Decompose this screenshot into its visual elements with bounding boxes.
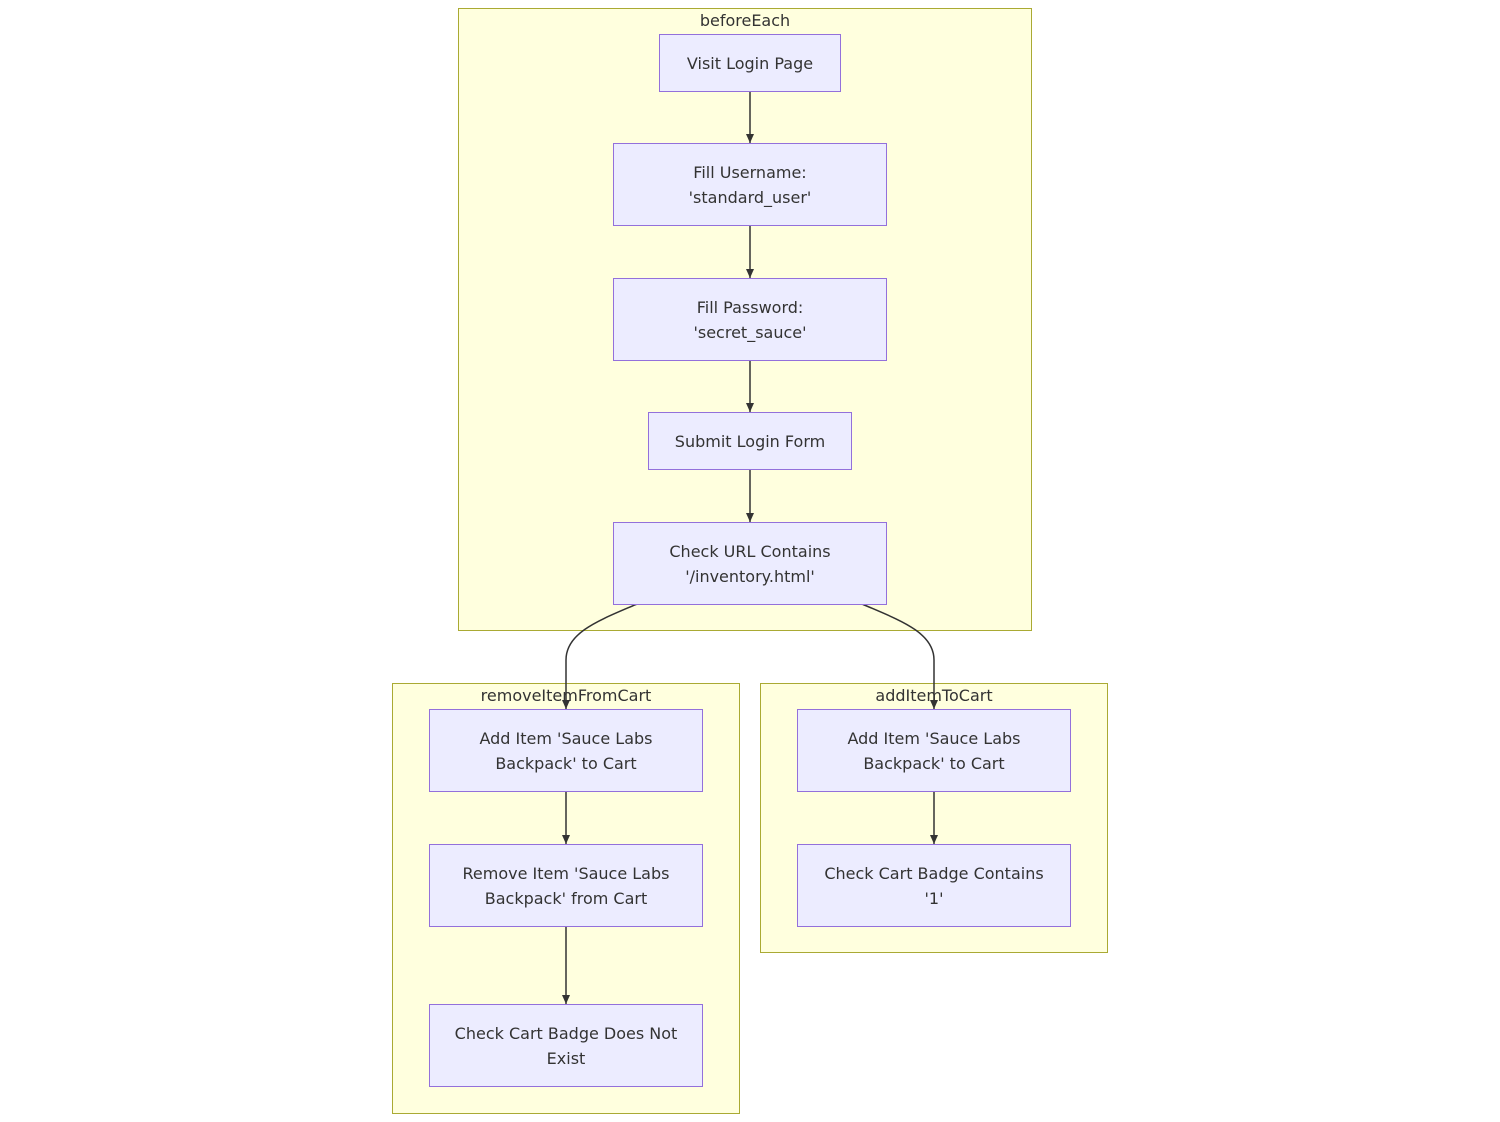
node-fill-password: Fill Password: 'secret_sauce' bbox=[613, 278, 887, 361]
node-label-line: Check Cart Badge Contains bbox=[824, 863, 1044, 883]
node-label-line: Exist bbox=[546, 1048, 586, 1068]
node-remove-item: Remove Item 'Sauce Labs Backpack' from C… bbox=[429, 844, 703, 927]
node-label-line: Fill Password: bbox=[696, 297, 804, 317]
cluster-title-before-each: beforeEach bbox=[699, 11, 791, 30]
node-submit-login-form: Submit Login Form bbox=[648, 412, 852, 470]
node-label-line: Add Item 'Sauce Labs bbox=[479, 728, 653, 748]
node-check-cart-badge-not-exist: Check Cart Badge Does Not Exist bbox=[429, 1004, 703, 1087]
node-label-line: Check URL Contains bbox=[669, 541, 831, 561]
node-visit-login-page: Visit Login Page bbox=[659, 34, 841, 92]
node-label-line: '1' bbox=[924, 888, 944, 908]
node-check-url-contains: Check URL Contains '/inventory.html' bbox=[613, 522, 887, 605]
cluster-title-add-item-to-cart: addItemToCart bbox=[875, 686, 993, 705]
node-label-line: 'secret_sauce' bbox=[693, 322, 807, 342]
node-remove-flow-add-item: Add Item 'Sauce Labs Backpack' to Cart bbox=[429, 709, 703, 792]
node-label-line: Remove Item 'Sauce Labs bbox=[462, 863, 670, 883]
node-label-line: Check Cart Badge Does Not bbox=[454, 1023, 678, 1043]
node-label-line: 'standard_user' bbox=[688, 187, 812, 207]
node-label-line: Add Item 'Sauce Labs bbox=[847, 728, 1021, 748]
node-label-line: Submit Login Form bbox=[674, 431, 826, 451]
node-label-line: Backpack' to Cart bbox=[495, 753, 637, 773]
node-label-line: Backpack' from Cart bbox=[484, 888, 648, 908]
cluster-title-remove-item-from-cart: removeItemFromCart bbox=[480, 686, 652, 705]
node-label-line: Visit Login Page bbox=[686, 53, 814, 73]
node-fill-username: Fill Username: 'standard_user' bbox=[613, 143, 887, 226]
node-label-line: Fill Username: bbox=[693, 162, 807, 182]
node-check-cart-badge-contains: Check Cart Badge Contains '1' bbox=[797, 844, 1071, 927]
node-add-flow-add-item: Add Item 'Sauce Labs Backpack' to Cart bbox=[797, 709, 1071, 792]
node-label-line: Backpack' to Cart bbox=[863, 753, 1005, 773]
node-label-line: '/inventory.html' bbox=[685, 566, 815, 586]
